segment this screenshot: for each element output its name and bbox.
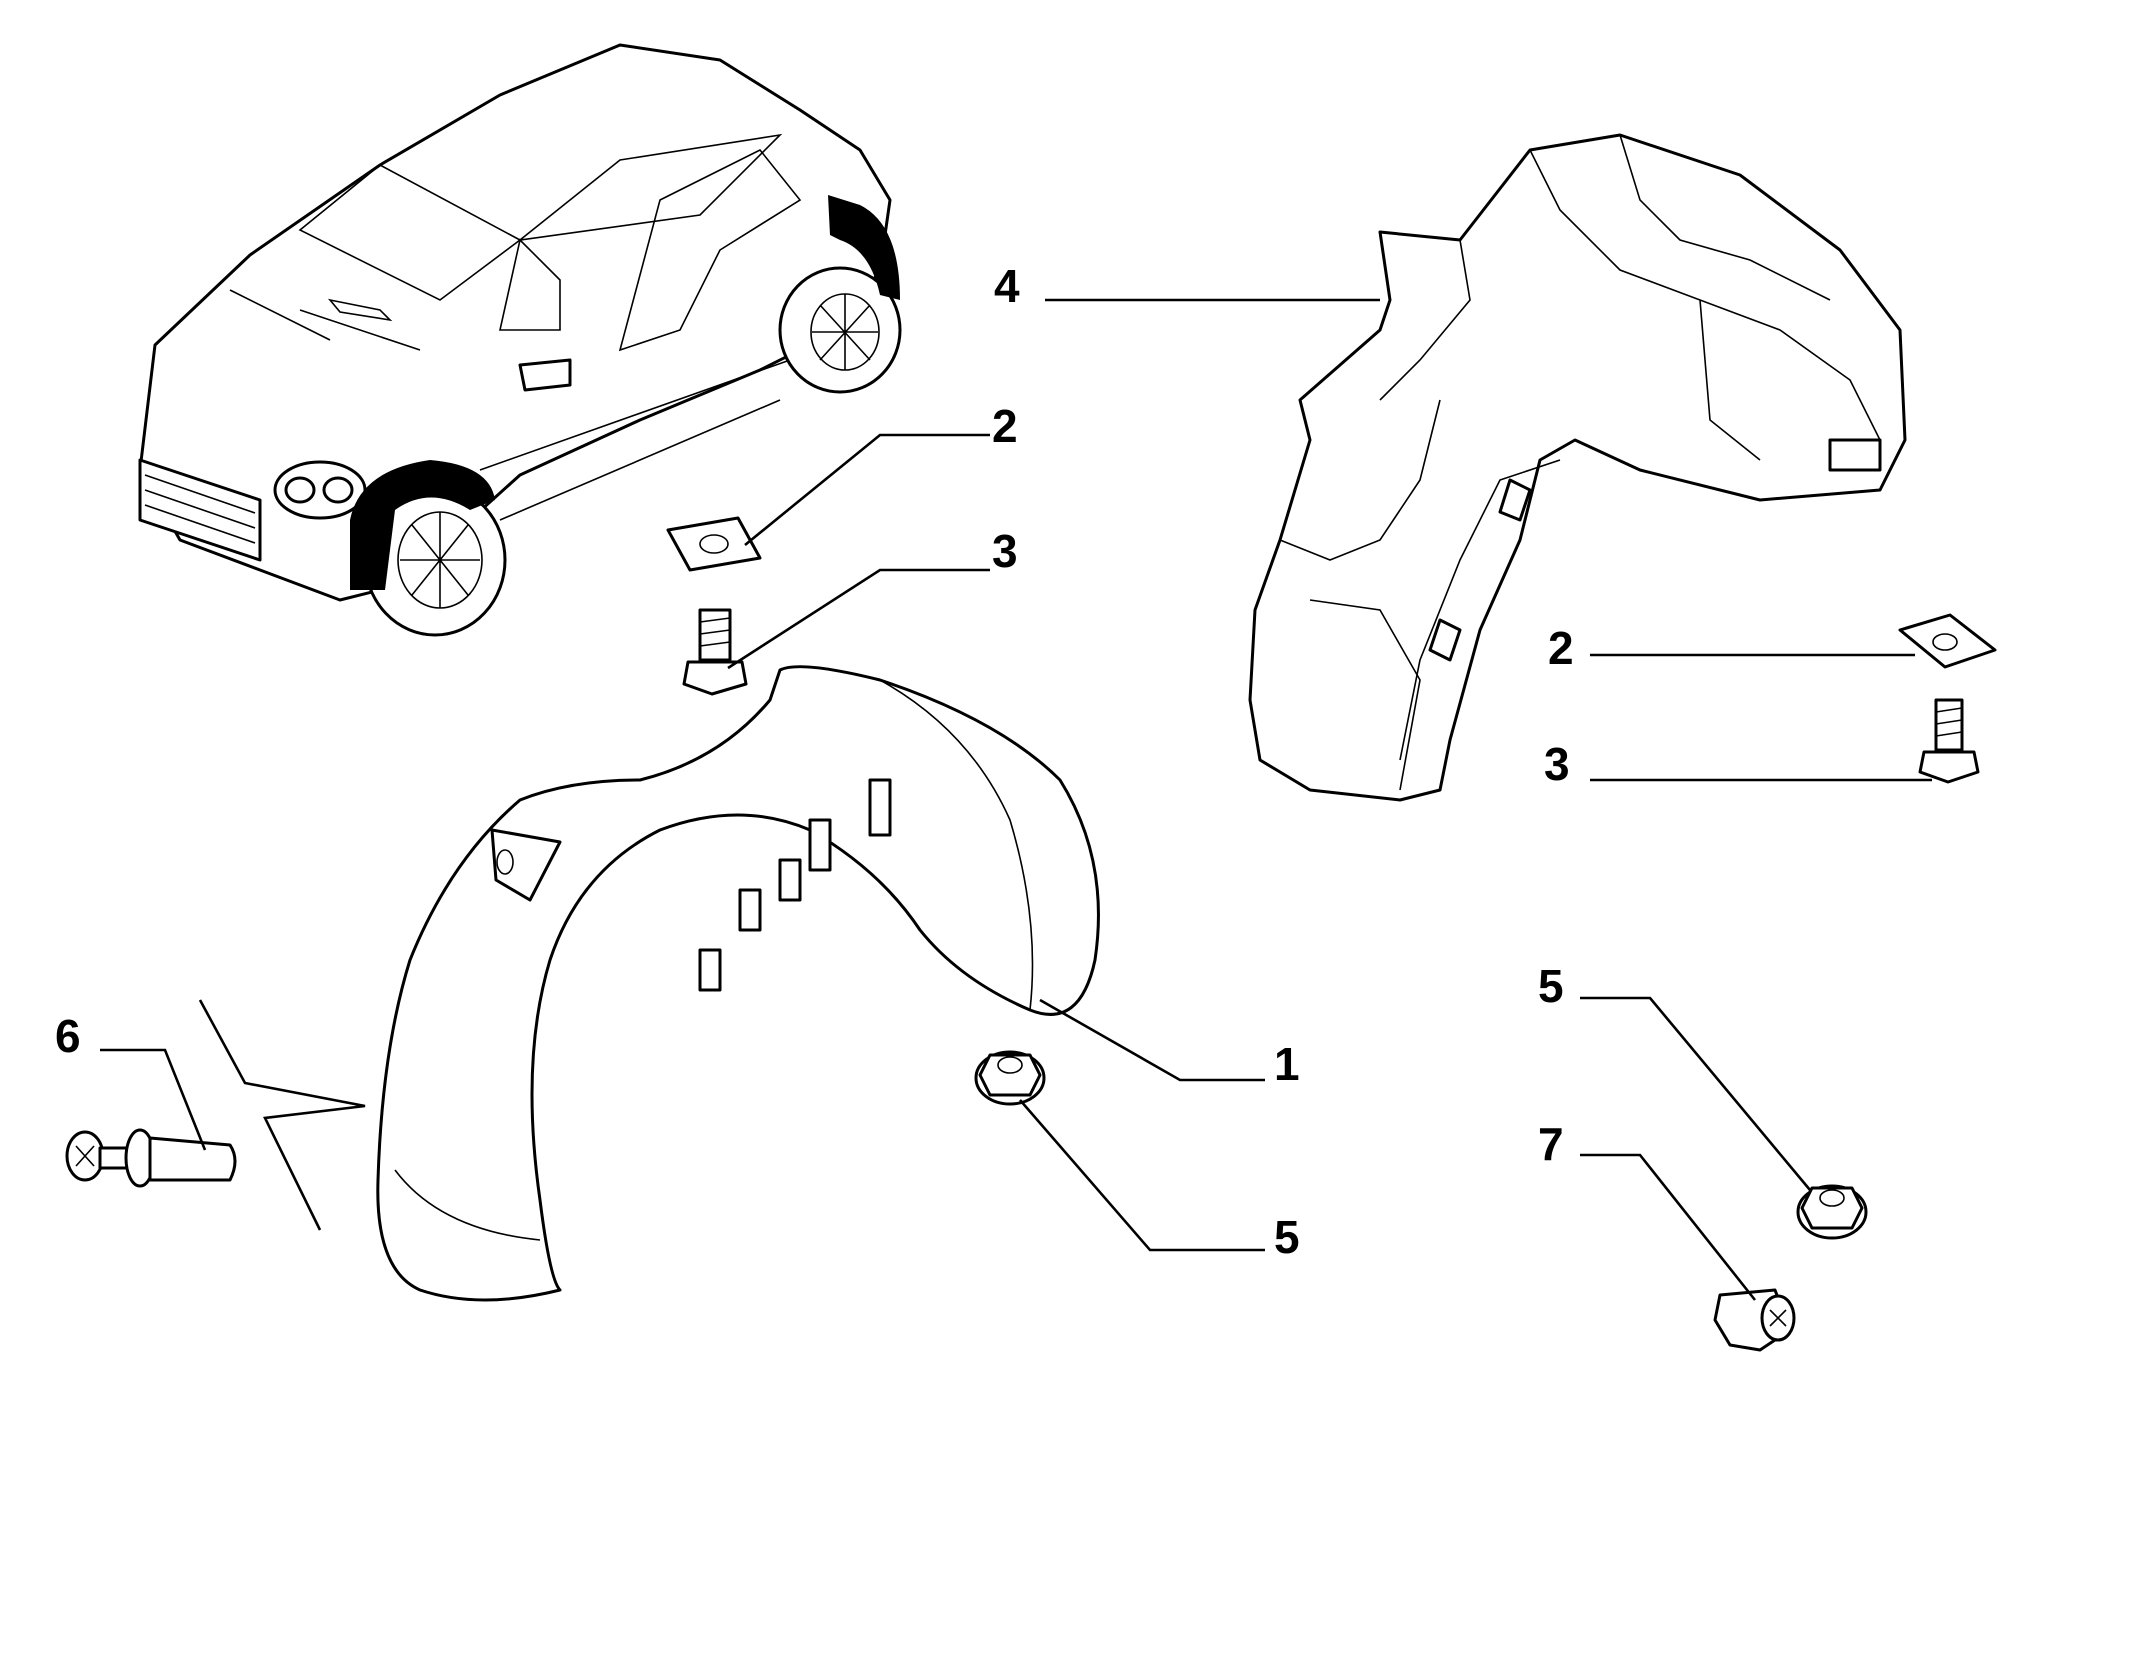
rear-wheel-arch-liner-icon — [1248, 133, 1907, 802]
leader-lines — [100, 298, 1932, 1301]
callout-2-right: 2 — [1548, 622, 1574, 674]
callout-1: 1 — [1274, 1038, 1300, 1090]
callout-6: 6 — [55, 1010, 81, 1062]
flange-nut-icon — [974, 1050, 1046, 1106]
callout-2-left: 2 — [992, 400, 1018, 452]
callout-5-left: 5 — [1274, 1211, 1300, 1263]
break-symbol — [198, 999, 366, 1231]
car-overview-icon — [138, 43, 902, 637]
screw-icon — [1918, 698, 1980, 784]
screw-icon — [682, 608, 748, 696]
callout-3-right: 3 — [1544, 738, 1570, 790]
spring-clip-icon — [666, 516, 762, 572]
front-wheel-arch-liner-icon — [376, 665, 1100, 1302]
plastic-grommet-icon — [1713, 1288, 1796, 1352]
callout-3-left: 3 — [992, 525, 1018, 577]
callout-4: 4 — [994, 260, 1020, 312]
spring-clip-icon — [1898, 613, 1997, 669]
callout-5-right: 5 — [1538, 960, 1564, 1012]
flange-nut-icon — [1796, 1184, 1868, 1240]
callout-7: 7 — [1538, 1118, 1564, 1170]
callout-labels: 1 2 3 4 5 6 2 3 5 7 — [55, 260, 1574, 1263]
push-rivet-icon — [65, 1128, 237, 1188]
